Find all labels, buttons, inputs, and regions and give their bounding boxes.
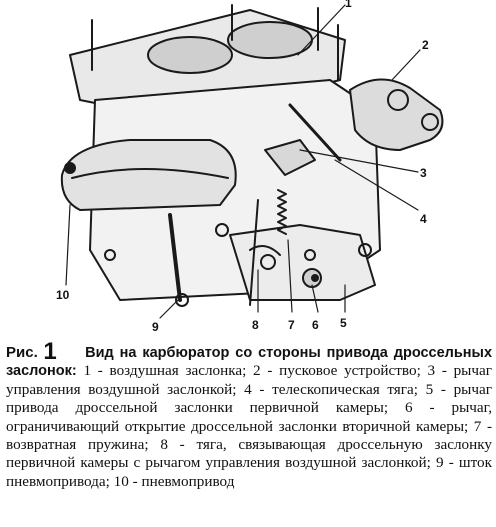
callout-6: 6: [312, 318, 319, 332]
figure-caption: Рис. 1 Вид на карбюратор со стороны прив…: [6, 340, 493, 491]
carburetor-illustration: [60, 4, 444, 319]
callout-10: 10: [56, 288, 70, 302]
choke-lever: [264, 139, 316, 176]
pneumatic-stem: [168, 213, 182, 302]
callout-9: 9: [152, 320, 159, 334]
callout-8: 8: [252, 318, 259, 332]
callout-5: 5: [340, 316, 347, 330]
pneumatic-actuator: [60, 139, 237, 211]
figure-number: 1: [43, 338, 57, 365]
callout-2: 2: [422, 38, 429, 52]
callout-4: 4: [420, 212, 427, 226]
figure-legend: 1 - воздушная заслонка; 2 - пусковое уст…: [6, 362, 492, 490]
connecting-rod: [249, 199, 259, 306]
callout-3: 3: [420, 166, 427, 180]
air-intake-left: [147, 36, 233, 74]
air-intake-right: [227, 21, 313, 59]
return-spring: [277, 189, 287, 235]
figure-label: Рис.: [6, 344, 38, 361]
starting-device: [349, 78, 444, 151]
callout-7: 7: [288, 318, 295, 332]
telescopic-link: [288, 103, 342, 162]
callout-1: 1: [345, 0, 352, 10]
figure-title: Вид на карбюратор со стороны привода дро…: [6, 345, 493, 380]
